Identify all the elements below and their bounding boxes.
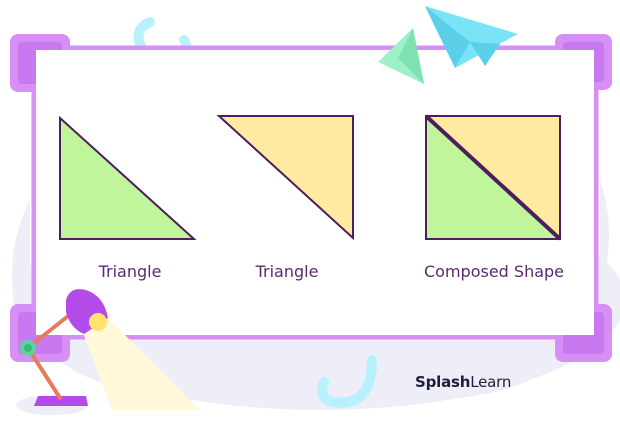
swirl-icon	[317, 355, 377, 408]
desk-lamp-icon	[16, 289, 108, 415]
triangle-label: Triangle	[98, 262, 162, 281]
brand-logo: SplashLearn	[415, 373, 511, 391]
triangle-yellow	[216, 115, 354, 241]
triangle-green	[59, 115, 197, 240]
composed-shape	[424, 114, 562, 241]
lamp-light-beam	[82, 318, 200, 410]
paper-plane-icon	[378, 6, 518, 84]
composed-diagonal	[424, 114, 562, 241]
triangle-label: Triangle	[255, 262, 319, 281]
brand-splash: Splash	[415, 373, 471, 391]
brand-learn: Learn	[470, 373, 512, 391]
composed-shape-label: Composed Shape	[423, 262, 565, 281]
